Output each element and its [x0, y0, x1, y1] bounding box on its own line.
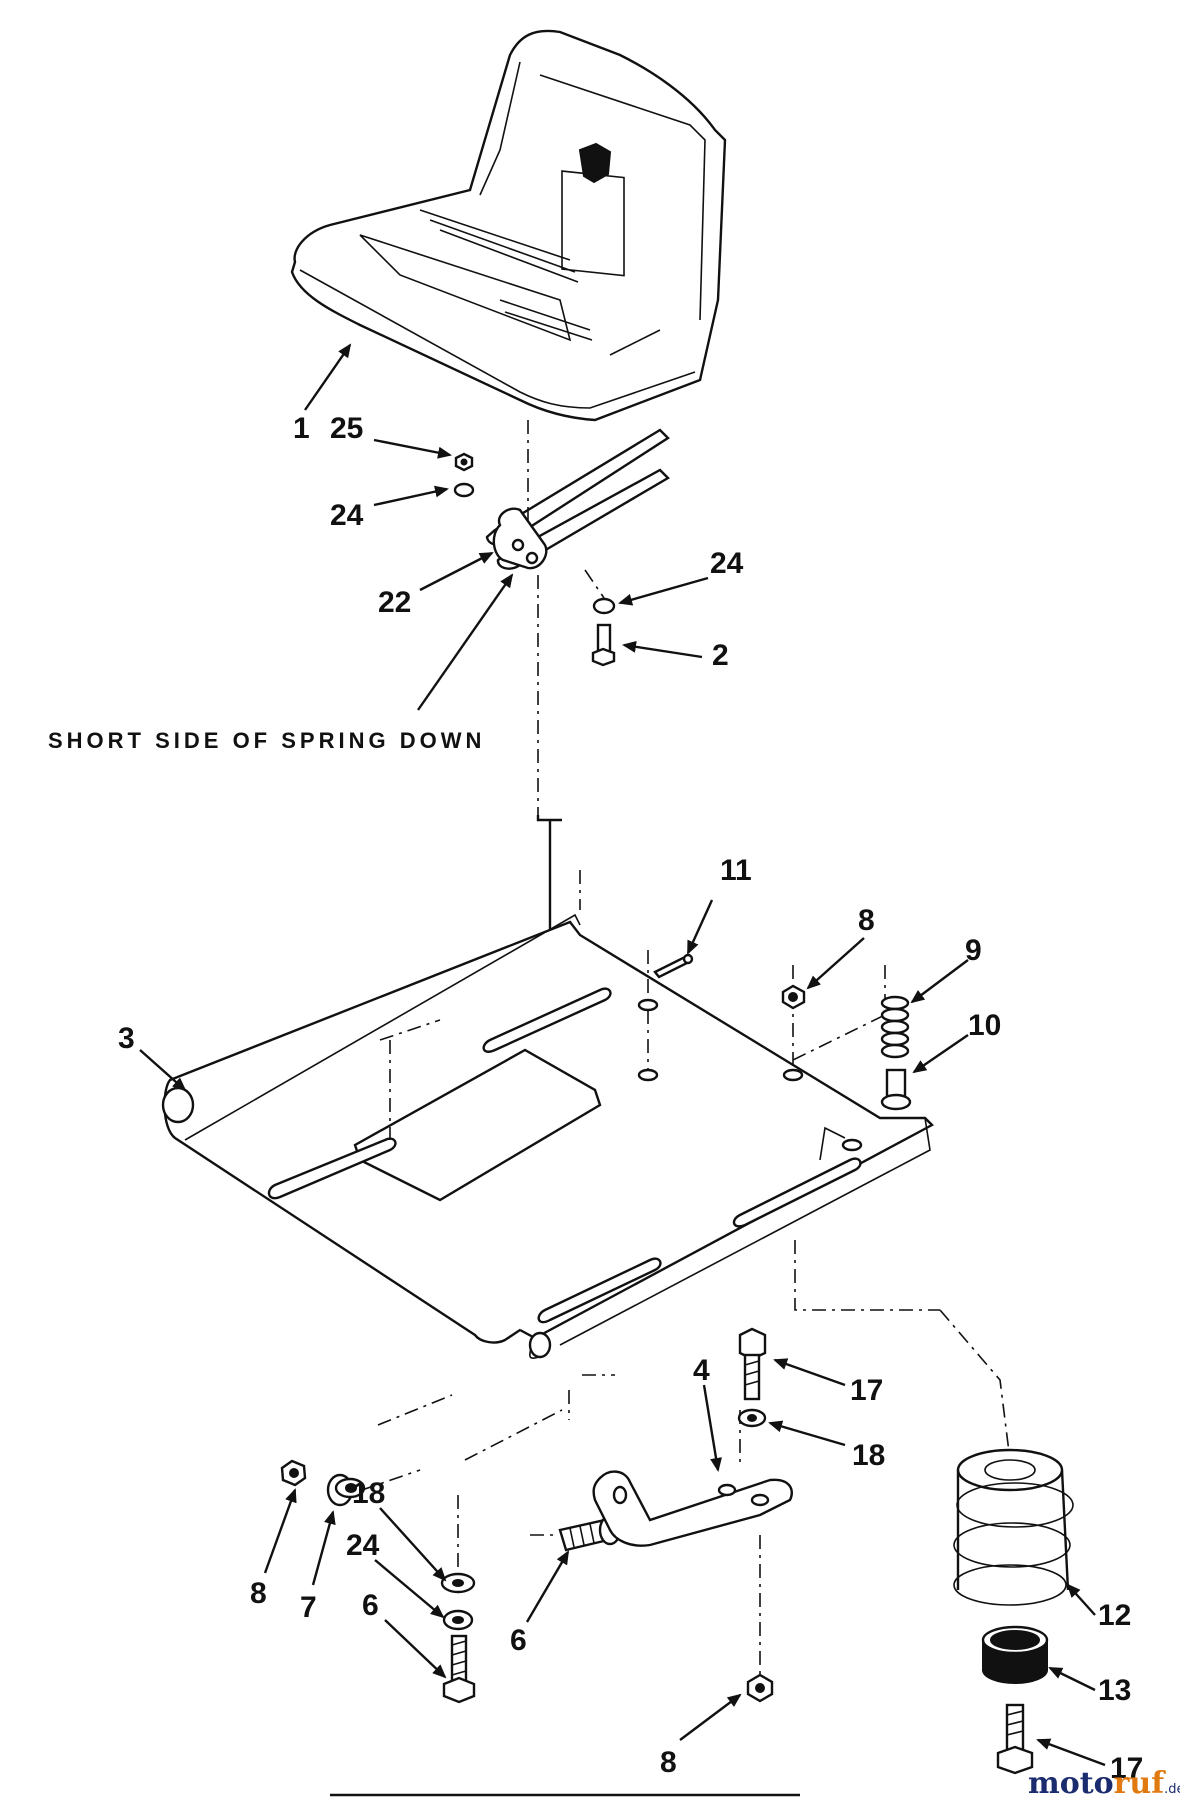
seat-plate	[161, 913, 934, 1359]
callout-24-upper: 24	[330, 499, 364, 532]
seat	[290, 29, 727, 422]
bolt-6-vertical	[442, 1634, 476, 1704]
callout-18-left: 18	[352, 1477, 385, 1510]
callout-17-center: 17	[850, 1374, 883, 1407]
svg-text:motoruf.de: motoruf.de	[1028, 1766, 1180, 1800]
callout-1: 1	[293, 412, 310, 445]
rubber-bumper-13	[981, 1625, 1049, 1684]
callout-9: 9	[965, 934, 982, 967]
washer-24-upper	[453, 482, 475, 498]
nut-8-upper	[781, 984, 806, 1010]
watermark-suffix: .de	[1164, 1782, 1180, 1797]
watermark-part1: moto	[1028, 1766, 1114, 1800]
callout-2: 2	[712, 639, 729, 672]
callout-11: 11	[720, 854, 752, 887]
callout-25: 25	[330, 412, 363, 445]
assembly-note: SHORT SIDE OF SPRING DOWN	[48, 728, 485, 753]
callout-3: 3	[118, 1022, 135, 1055]
callout-24-left: 24	[346, 1529, 380, 1562]
pin-10	[880, 1068, 912, 1111]
callout-6-center: 6	[510, 1624, 527, 1657]
callout-22: 22	[378, 586, 411, 619]
callout-17-bottom: 17	[1110, 1752, 1143, 1785]
callout-8-bottom: 8	[660, 1746, 677, 1779]
bolt-17-bottom	[996, 1703, 1034, 1775]
washer-24-left	[442, 1609, 474, 1631]
cotter-pin-11	[653, 953, 694, 979]
bolt-2	[591, 623, 616, 667]
bushing-7	[326, 1473, 366, 1507]
watermark-part2: ruf	[1114, 1766, 1167, 1800]
callout-labels: 1 25 24 22 24 2 11 8 9 10 3 17 4 18 8 7 …	[118, 412, 1143, 1785]
callout-7: 7	[300, 1591, 317, 1624]
nut-25	[454, 452, 474, 472]
callout-13: 13	[1098, 1674, 1131, 1707]
washer-24-lower	[592, 597, 616, 615]
bracket-4	[592, 1470, 793, 1547]
callout-8-upper: 8	[858, 904, 875, 937]
seat-spring-bracket	[485, 428, 670, 570]
callout-8-left: 8	[250, 1577, 267, 1610]
watermark: motoruf.de	[1028, 1766, 1180, 1800]
spring-9	[880, 995, 910, 1059]
washer-18-left	[440, 1572, 476, 1594]
nut-8-left	[280, 1459, 307, 1487]
washer-18-center	[737, 1408, 767, 1428]
callout-6-left: 6	[362, 1589, 379, 1622]
callout-10: 10	[968, 1009, 1001, 1042]
nut-8-bottom	[746, 1673, 774, 1703]
bolt-17-center	[738, 1327, 767, 1401]
callout-4: 4	[693, 1354, 710, 1387]
coil-spring-12	[953, 1448, 1074, 1606]
callout-24-right: 24	[710, 547, 744, 580]
callout-12: 12	[1098, 1599, 1131, 1632]
callout-18-center: 18	[852, 1439, 885, 1472]
